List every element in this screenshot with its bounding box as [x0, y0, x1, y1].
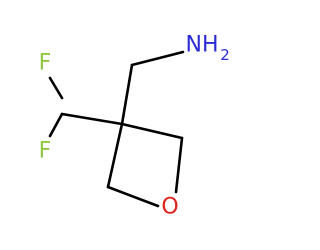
- amine-group-label: NH: [186, 33, 219, 58]
- bond-f-bottom-to-chf2: [48, 112, 64, 138]
- bond-ring-oxygen-to-c4: [106, 185, 160, 208]
- bond-ring-c4-to-c3: [106, 122, 124, 189]
- oxetane-structure-diagram: F F NH 2 O: [39, 33, 230, 220]
- bond-chf2-to-quaternary-carbon: [60, 112, 124, 126]
- bond-ring-c2-top-to-oxygen: [174, 136, 184, 194]
- bond-ring-c3-to-c2-top: [120, 122, 184, 140]
- ring-oxygen-atom: O: [161, 195, 178, 220]
- bond-f-top-to-chf2: [48, 76, 64, 100]
- fluorine-atom-bottom: F: [39, 139, 52, 164]
- bond-quaternary-carbon-to-ch2: [120, 63, 134, 126]
- bond-ch2-to-amine: [130, 50, 185, 67]
- fluorine-atom-top: F: [39, 51, 52, 76]
- amine-subscript: 2: [220, 46, 230, 64]
